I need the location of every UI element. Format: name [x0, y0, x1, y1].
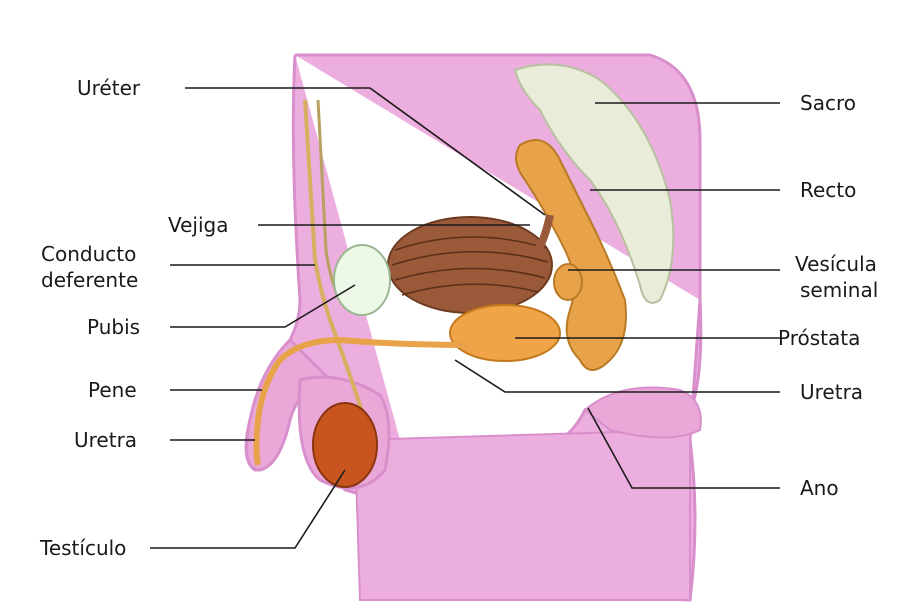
- pubis: [334, 245, 390, 315]
- label-pene: Pene: [88, 378, 137, 402]
- label-vejiga: Vejiga: [168, 213, 229, 237]
- prostate: [450, 305, 560, 361]
- label-recto: Recto: [800, 178, 856, 202]
- label-sacro: Sacro: [800, 91, 856, 115]
- label-pubis: Pubis: [87, 315, 140, 339]
- label-testiculo: Testículo: [40, 536, 126, 560]
- leg-region: [355, 430, 690, 600]
- label-ano: Ano: [800, 476, 839, 500]
- label-ureter: Uréter: [77, 76, 140, 100]
- label-prostata: Próstata: [778, 326, 860, 350]
- label-conducto-line1: Conducto: [41, 242, 136, 266]
- label-vesicula-line2: seminal: [800, 278, 878, 302]
- label-vesicula-line1: Vesícula: [795, 252, 877, 276]
- label-uretra-left: Uretra: [74, 428, 137, 452]
- bladder: [388, 217, 552, 313]
- testis: [313, 403, 377, 487]
- leader-uretra-right: [455, 360, 780, 392]
- label-uretra-right: Uretra: [800, 380, 863, 404]
- label-conducto-line2: deferente: [41, 268, 138, 292]
- leader-testiculo: [150, 470, 345, 548]
